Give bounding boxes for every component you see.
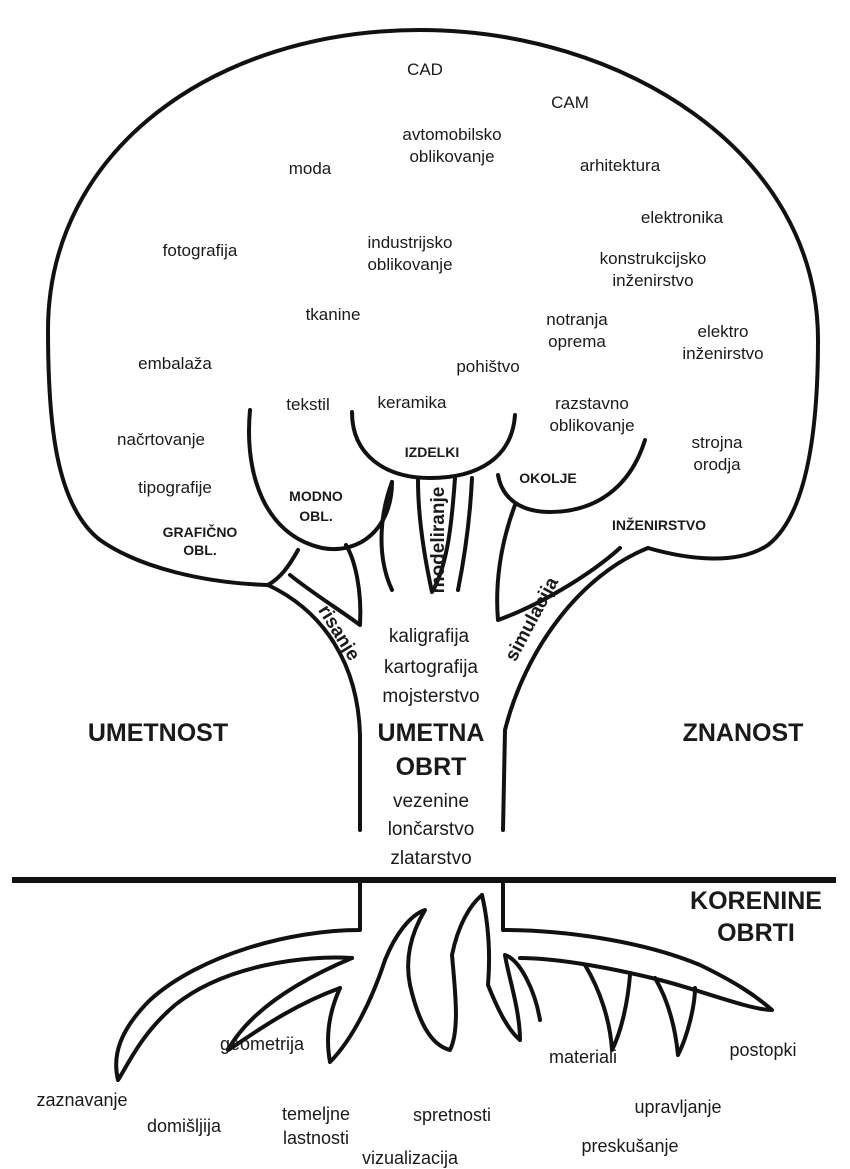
root-domisljija: domišljija — [147, 1116, 222, 1136]
label-konstrukcijsko-2: inženirstvo — [612, 271, 693, 290]
region-umetnost: UMETNOST — [88, 719, 228, 747]
trunk-right-edge — [503, 548, 648, 830]
label-tipografije: tipografije — [138, 478, 212, 497]
trunk-kartografija: kartografija — [384, 657, 478, 678]
branch-modeliranje-right — [458, 478, 472, 590]
root-temeljne-2: lastnosti — [283, 1128, 349, 1148]
label-razstavno-1: razstavno — [555, 394, 629, 413]
label-arhitektura: arhitektura — [580, 156, 661, 175]
group-inzenirstvo: INŽENIRSTVO — [612, 516, 706, 533]
root-geometrija: geometrija — [220, 1034, 305, 1054]
group-modno-1: MODNO — [289, 488, 343, 504]
label-cad: CAD — [407, 60, 443, 79]
label-industrijsko-1: industrijsko — [367, 233, 452, 252]
label-industrijsko-2: oblikovanje — [367, 255, 452, 274]
label-strojna-2: orodja — [693, 455, 741, 474]
trunk-loncarstvo: lončarstvo — [388, 819, 475, 840]
group-modno-2: OBL. — [299, 508, 332, 524]
label-konstrukcijsko-1: konstrukcijsko — [600, 249, 707, 268]
root-vizualizacija: vizualizacija — [362, 1148, 459, 1168]
label-embalaza: embalaža — [138, 354, 212, 373]
label-notranja-2: oprema — [548, 332, 606, 351]
label-elektro-2: inženirstvo — [682, 344, 763, 363]
label-tkanine: tkanine — [306, 305, 361, 324]
root-preskusanje: preskušanje — [581, 1136, 678, 1156]
label-elektronika: elektronika — [641, 208, 724, 227]
group-okolje: OKOLJE — [519, 470, 577, 486]
branch-label-simulacija: simulacija — [501, 574, 563, 665]
label-moda: moda — [289, 159, 332, 178]
group-izdelki: IZDELKI — [405, 444, 459, 460]
trunk-vezenine: vezenine — [393, 791, 469, 812]
lobe-modno — [249, 410, 392, 549]
trunk-left-edge — [268, 585, 360, 830]
label-notranja-1: notranja — [546, 310, 608, 329]
root-left-inner — [328, 960, 385, 1062]
region-znanost: ZNANOST — [683, 719, 804, 747]
trunk-obrt: OBRT — [396, 753, 467, 781]
root-spretnosti: spretnosti — [413, 1105, 491, 1125]
root-temeljne-1: temeljne — [282, 1104, 350, 1124]
group-graficno-1: GRAFIČNO — [163, 523, 238, 540]
root-upravljanje: upravljanje — [634, 1097, 721, 1117]
trunk-mojsterstvo: mojsterstvo — [382, 686, 479, 707]
root-center-left — [385, 910, 425, 985]
label-cam: CAM — [551, 93, 589, 112]
label-elektro-1: elektro — [697, 322, 748, 341]
trunk-kaligrafija: kaligrafija — [389, 626, 470, 647]
trunk-zlatarstvo: zlatarstvo — [390, 848, 471, 869]
branch-simulacija — [497, 505, 620, 620]
label-avtomobilsko-1: avtomobilsko — [402, 125, 501, 144]
label-avtomobilsko-2: oblikovanje — [409, 147, 494, 166]
label-tekstil: tekstil — [286, 395, 329, 414]
group-graficno-2: OBL. — [183, 542, 216, 558]
label-keramika: keramika — [378, 393, 448, 412]
trunk-umetna: UMETNA — [378, 719, 485, 747]
label-nacrtovanje: načrtovanje — [117, 430, 205, 449]
region-korenine-2: OBRTI — [717, 919, 795, 947]
root-zaznavanje: zaznavanje — [36, 1090, 127, 1110]
branch-label-modeliranje: modeliranje — [428, 487, 449, 594]
root-right-branch-1 — [585, 965, 630, 1050]
root-materiali: materiali — [549, 1047, 617, 1067]
label-razstavno-2: oblikovanje — [549, 416, 634, 435]
root-postopki: postopki — [729, 1040, 796, 1060]
label-strojna-1: strojna — [691, 433, 743, 452]
label-pohistvo: pohištvo — [456, 357, 519, 376]
label-fotografija: fotografija — [163, 241, 238, 260]
region-korenine-1: KORENINE — [690, 887, 822, 915]
